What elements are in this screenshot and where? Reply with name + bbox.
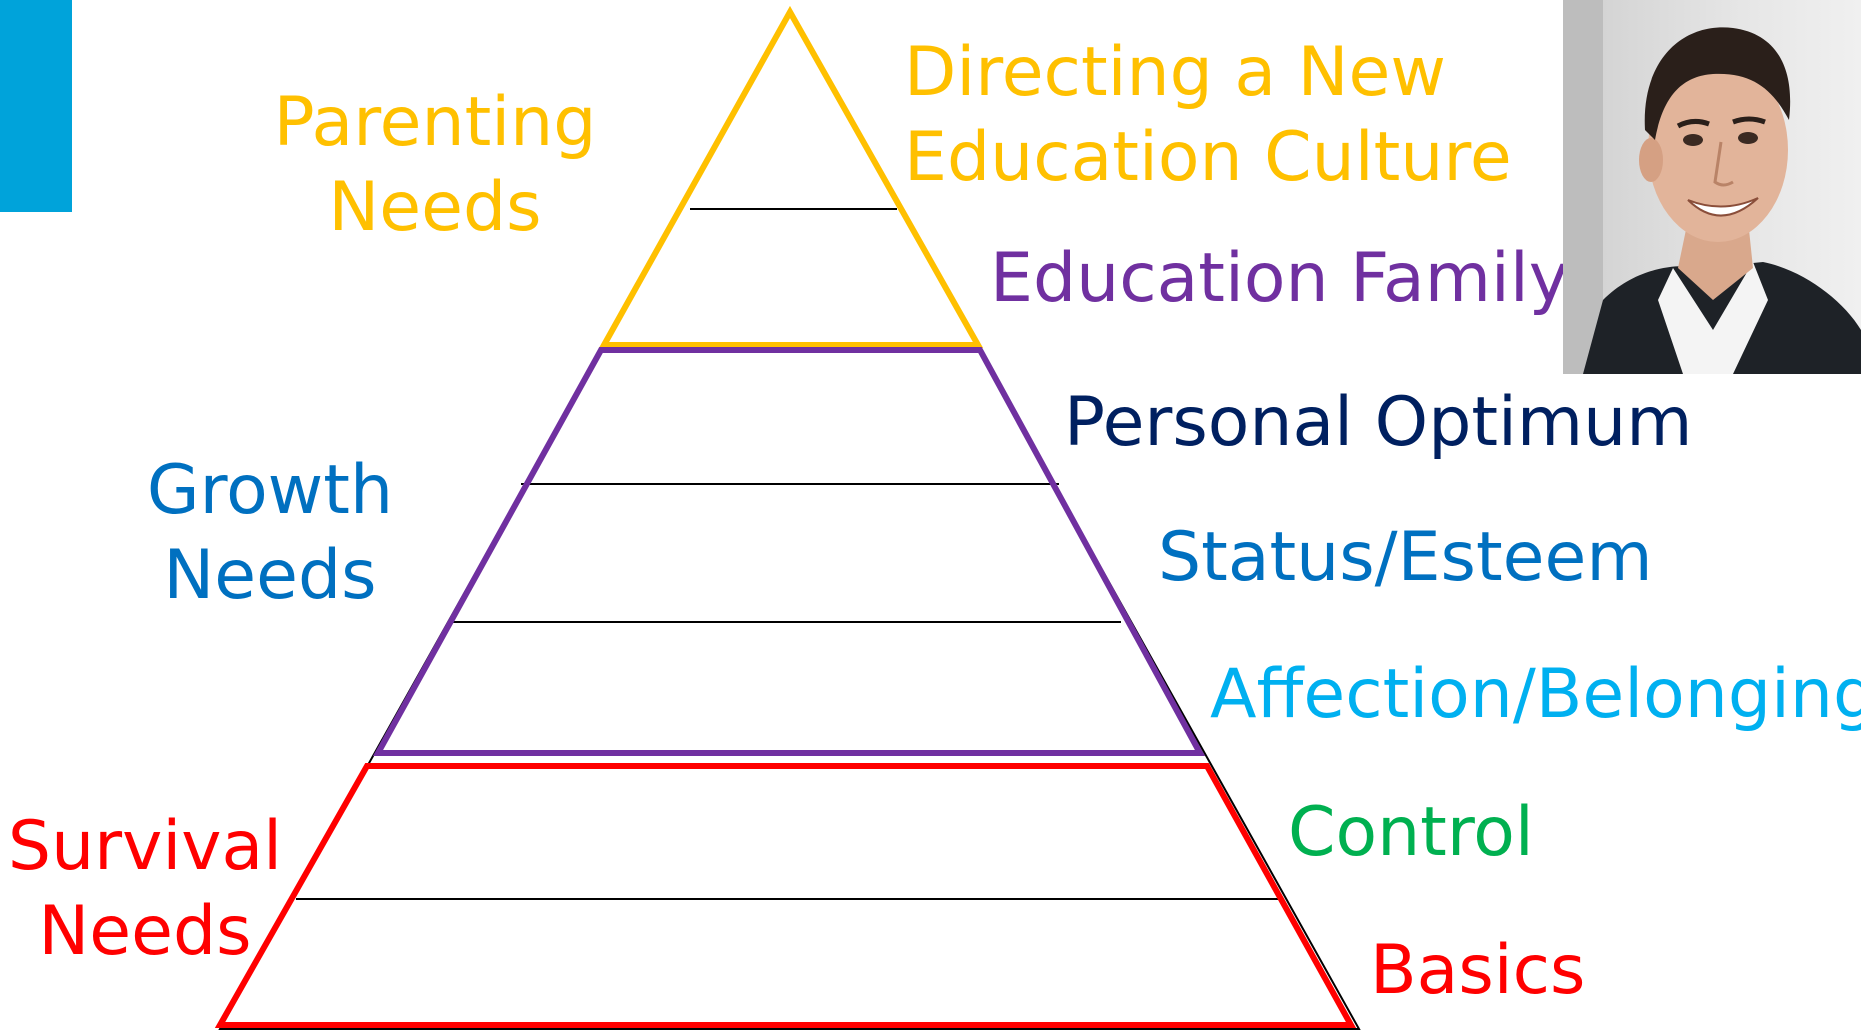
growth-needs-line2: Needs — [163, 536, 377, 615]
directing-label: Directing a New Education Culture — [904, 30, 1512, 200]
portrait-photo — [1563, 0, 1861, 374]
survival-needs-label: Survival Needs — [0, 804, 290, 974]
directing-line2: Education Culture — [904, 118, 1512, 197]
survival-needs-line1: Survival — [7, 807, 283, 886]
directing-line1: Directing a New — [904, 33, 1446, 112]
growth-section — [372, 347, 1206, 756]
accent-bar — [0, 0, 72, 212]
growth-needs-label: Growth Needs — [120, 448, 420, 618]
affection-belonging-label: Affection/Belonging — [1210, 655, 1861, 734]
personal-optimum-label: Personal Optimum — [1064, 383, 1693, 462]
survival-section — [214, 763, 1357, 1028]
growth-needs-line1: Growth — [146, 451, 394, 530]
person-portrait-icon — [1563, 0, 1861, 374]
parenting-needs-line2: Needs — [328, 168, 542, 247]
survival-needs-line2: Needs — [38, 892, 252, 971]
status-esteem-label: Status/Esteem — [1158, 518, 1653, 597]
parenting-needs-label: Parenting Needs — [270, 80, 600, 250]
education-family-label: Education Family — [990, 239, 1569, 318]
basics-label: Basics — [1370, 931, 1586, 1010]
parenting-needs-line1: Parenting — [273, 83, 597, 162]
parenting-section — [598, 5, 984, 348]
control-label: Control — [1288, 793, 1534, 872]
